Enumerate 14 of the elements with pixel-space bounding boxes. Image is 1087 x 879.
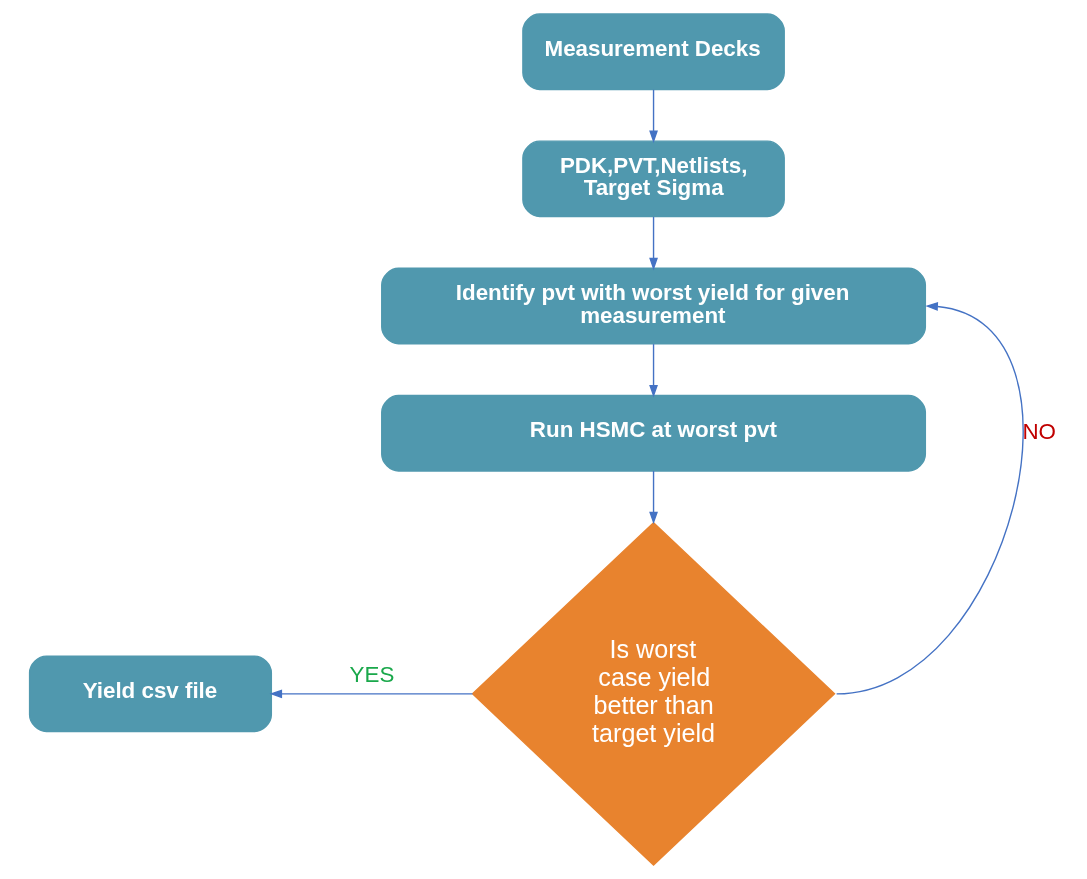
- arrow: [649, 470, 658, 525]
- arrow: [835, 302, 1024, 695]
- node-box: Yield csv file: [28, 655, 273, 733]
- arrow: [649, 343, 658, 398]
- arrow: [649, 216, 658, 271]
- edge-label: YES: [349, 662, 395, 688]
- node-box: Identify pvt with worst yield for given measurement: [381, 267, 927, 345]
- node-box: Measurement Decks: [522, 13, 785, 91]
- arrow: [649, 89, 658, 144]
- node-box: PDK,PVT,Netlists, Target Sigma: [522, 140, 785, 218]
- node-box: Run HSMC at worst pvt: [381, 394, 927, 472]
- node-diamond: Is worst case yield better than target yield: [471, 521, 836, 866]
- edge-label: NO: [1022, 418, 1056, 444]
- arrow: [269, 689, 474, 699]
